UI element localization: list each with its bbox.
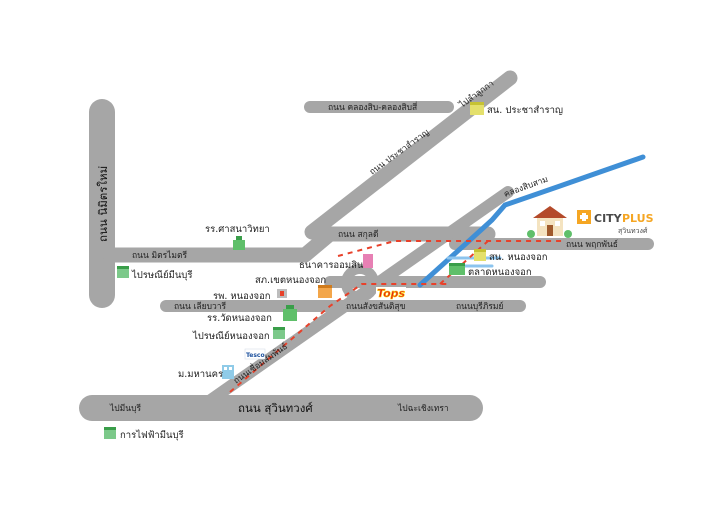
school-icon-wat — [283, 305, 297, 321]
bank-icon — [363, 254, 373, 268]
label-buritham: ถนนบุรีภิรมย์ — [456, 301, 504, 312]
label-market: ตลาดหนองจอก — [468, 267, 532, 278]
roads-layer — [79, 70, 654, 421]
label-songsanit: ถนนสังขสันติสุข — [346, 302, 406, 312]
label-station-nongchok: สน. หนองจอก — [489, 252, 548, 263]
label-post-minburi: ไปรษณีย์มีนบุรี — [131, 269, 192, 281]
label-electric: การไฟฟ้ามีนบุรี — [120, 429, 184, 441]
label-bank: ธนาคารออมสิน — [299, 260, 364, 271]
label-police: สภ.เขตหนองจอก — [255, 275, 326, 286]
school-icon — [233, 236, 245, 250]
svg-text:Tops: Tops — [377, 287, 406, 300]
label-liapwari: ถนน เลียบวารี — [174, 301, 227, 312]
route-line — [229, 283, 450, 393]
electric-authority-icon — [104, 427, 116, 439]
brand-subtitle: สุวินทวงศ์ — [618, 227, 648, 235]
label-post-nongchok: ไปรษณีย์หนองจอก — [192, 330, 270, 342]
route-line-3 — [439, 240, 489, 285]
police-station-icon-nongchok — [474, 249, 486, 261]
label-university: ม.มหานคร — [178, 369, 223, 380]
label-school-wat: รร.วัดหนองจอก — [207, 313, 272, 324]
label-nimitmai: ถนน นิมิตรใหม่ — [96, 166, 110, 242]
post-office-icon — [117, 266, 129, 278]
label-to-chachoengsao: ไปฉะเชิงเทรา — [397, 403, 449, 414]
places-layer: รร.ศาสนาวิทยา ไปรษณีย์มีนบุรี ธนาคารออมส… — [104, 102, 563, 441]
label-hospital: รพ. หนองจอก — [213, 291, 271, 302]
tops-logo: Tops — [376, 287, 406, 300]
label-sukhumvit: ถนน สุวินทวงศ์ — [238, 401, 313, 415]
label-school-satsana: รร.ศาสนาวิทยา — [205, 224, 270, 235]
brand-plus: PLUS — [622, 212, 654, 225]
label-station-pracha: สน. ประชาสำราญ — [487, 105, 563, 116]
police-station-icon — [318, 285, 332, 298]
brand-city: CITY — [594, 212, 623, 225]
city-plus-logo: CITY PLUS สุวินทวงศ์ — [577, 210, 654, 235]
tesco-logo: Tesco — [244, 348, 266, 360]
house-icon — [527, 206, 572, 238]
post-office-icon-nongchok — [273, 327, 285, 339]
label-to-minburi: ไปมีนบุรี — [109, 403, 141, 414]
label-sakunti: ถนน สกุลดี — [338, 229, 379, 240]
label-phrukphan: ถนน พฤกพันธ์ — [566, 239, 618, 250]
market-icon — [449, 263, 465, 275]
label-chueam: ถนนเชื่อมสัมพันธ์ — [231, 340, 290, 386]
route-layer — [229, 240, 562, 393]
label-mitmaitri: ถนน มิตรไมตรี — [132, 250, 188, 261]
label-khlongsip: ถนน คลองสิบ-คลองสิบสี่ — [328, 101, 418, 113]
university-icon — [222, 365, 234, 379]
police-station-icon-pracha — [470, 102, 484, 115]
svg-text:Tesco: Tesco — [246, 352, 265, 359]
hospital-icon — [277, 289, 287, 298]
